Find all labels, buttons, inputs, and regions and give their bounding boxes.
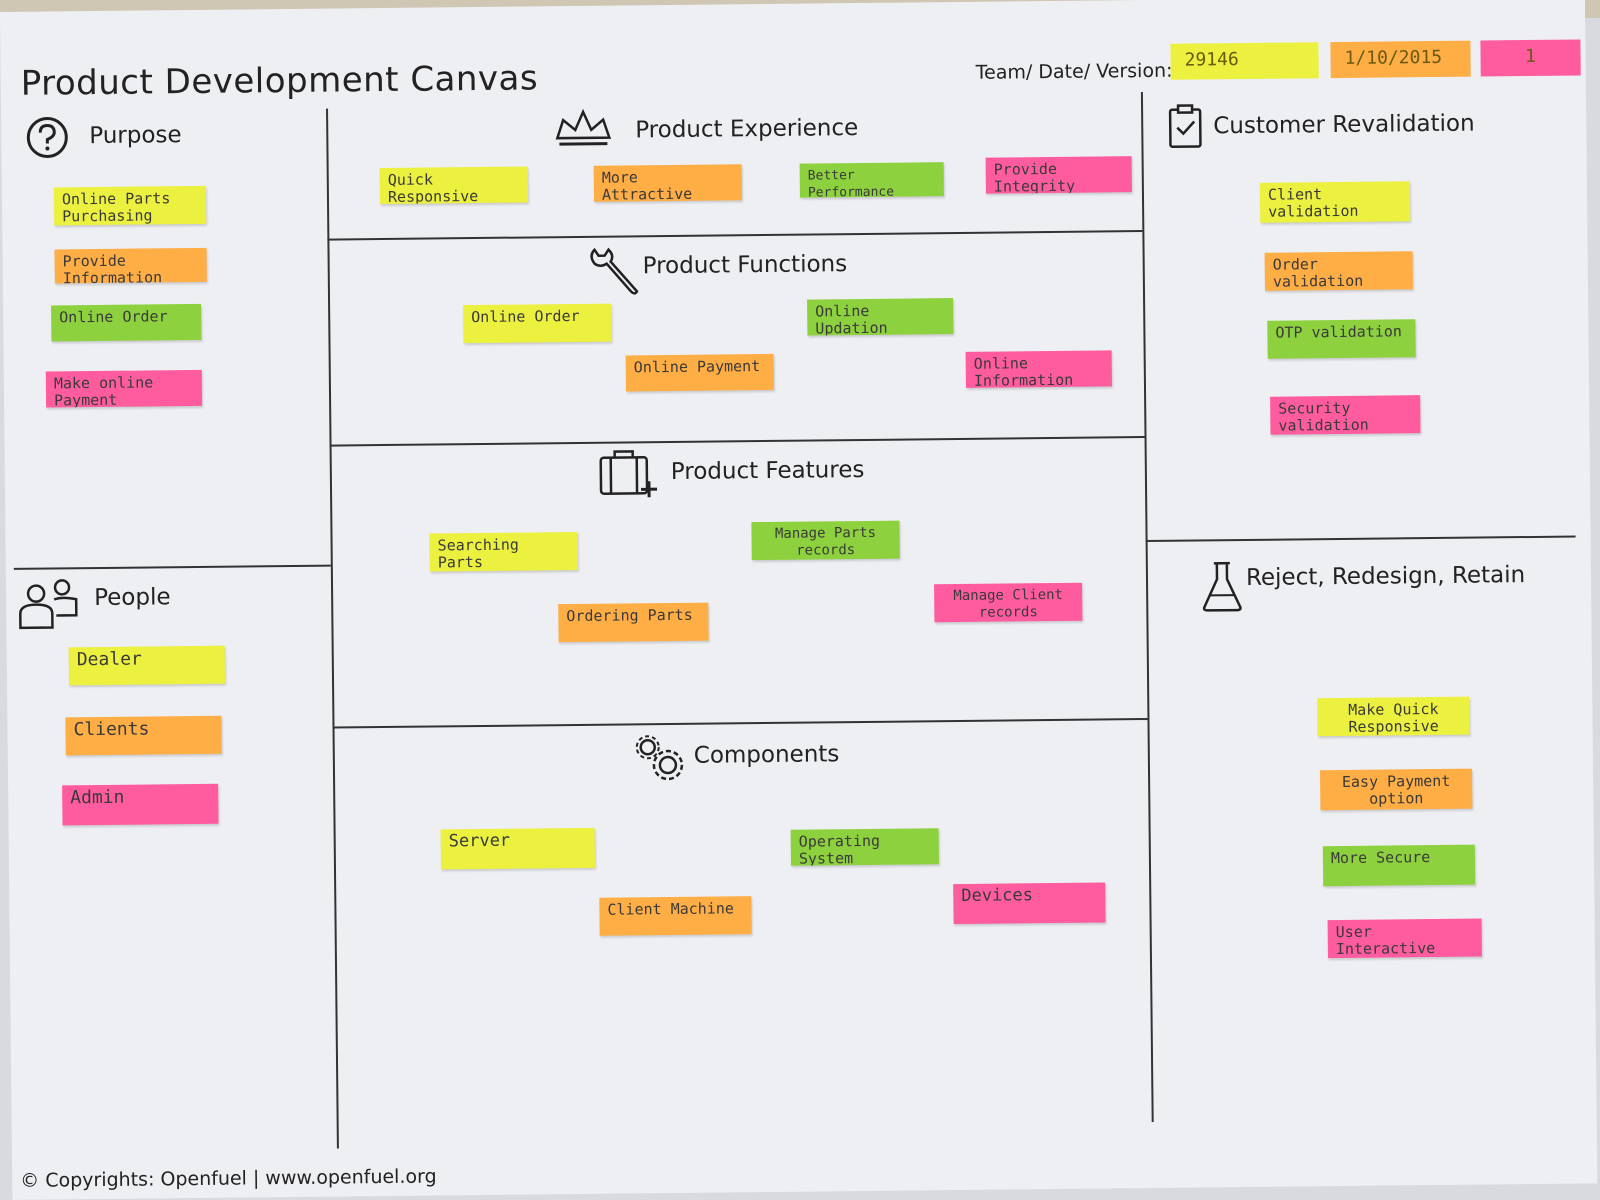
features-title: Product Features [670,456,865,485]
people-icon [19,579,78,630]
functions-note: Online Updation [807,298,954,336]
suitcase-icon [599,450,658,498]
rrr-note: User Interactive [1327,918,1482,959]
experience-note: Quick Responsive [379,166,529,205]
clipboard-check-icon [1168,104,1202,148]
components-note: Client Machine [599,896,752,936]
divider-experience-functions [327,230,1143,241]
components-note: Devices [953,882,1106,925]
experience-note: More Attractive [593,164,743,202]
functions-note: Online Payment [625,353,774,392]
flask-icon [1202,561,1242,612]
purpose-title: Purpose [89,122,182,150]
functions-note: Online Order [463,303,612,344]
rrr-note: Make Quick Responsive [1317,696,1470,737]
gears-icon [635,735,684,781]
revalidation-note: Security validation [1270,395,1421,435]
divider-purpose-people [13,564,331,570]
question-icon [26,117,68,159]
revalidation-note: OTP validation [1267,319,1416,359]
revalidation-note: Client validation [1259,181,1411,223]
revalidation-title: Customer Revalidation [1213,110,1475,140]
team-note: 29146 [1170,42,1319,80]
rrr-note: More Secure [1322,844,1476,887]
functions-title: Product Functions [642,251,848,280]
experience-note: Better Performance [799,162,944,198]
people-title: People [94,584,171,612]
features-note: Manage Parts records [751,520,900,561]
components-note: Operating System [790,828,939,866]
components-title: Components [693,741,840,769]
rrr-note: Easy Payment option [1320,768,1473,811]
revalidation-note: Order validation [1264,251,1413,291]
purpose-note: Provide Information [54,247,207,284]
people-note: Dealer [68,645,226,686]
divider-features-components [332,718,1148,729]
purpose-note: Make online Payment [45,369,203,408]
features-note: Ordering Parts [558,602,709,643]
purpose-note: Online Parts Purchasing [53,185,207,226]
components-note: Server [440,827,595,870]
rrr-title: Reject, Redesign, Retain [1245,562,1526,591]
team-date-version-label: Team/ Date/ Version: [975,59,1173,84]
features-note: Manage Client records [934,582,1083,623]
experience-title: Product Experience [635,115,859,144]
wrench-icon [590,247,639,295]
crown-icon [555,108,612,146]
functions-note: Online Information [965,350,1112,388]
people-note: Clients [65,715,222,756]
divider-right [1140,92,1154,1123]
purpose-note: Online Order [51,303,202,342]
divider-functions-features [329,436,1145,447]
divider-revalidation-rrr [1145,535,1576,543]
copyright-footer: © Copyrights: Openfuel | www.openfuel.or… [20,1165,437,1192]
experience-note: Provide Integrity [985,156,1132,194]
version-note: 1 [1480,39,1581,77]
canvas-title: Product Development Canvas [20,58,539,104]
people-note: Admin [62,783,219,826]
divider-left [326,108,339,1149]
features-note: Searching Parts [429,531,578,572]
date-note: 1/10/2015 [1330,40,1471,79]
